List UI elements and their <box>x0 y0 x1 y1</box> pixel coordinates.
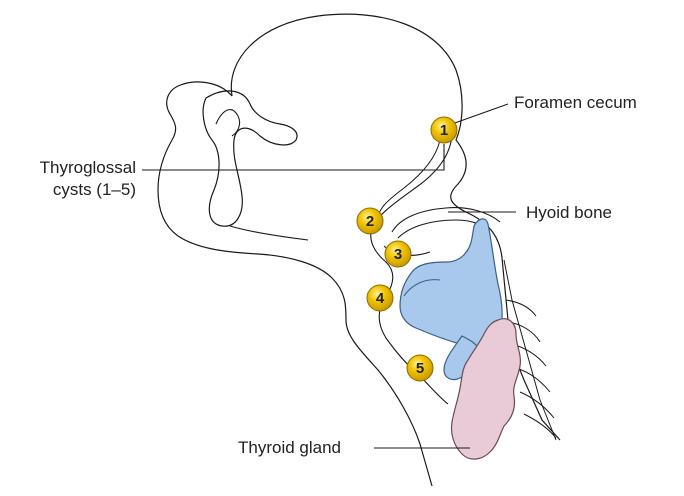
cyst-marker-5: 5 <box>407 355 433 381</box>
foramen-cecum-leader <box>452 104 508 124</box>
face-profile <box>158 82 432 486</box>
cyst-marker-2: 2 <box>357 208 383 234</box>
cyst-marker-1: 1 <box>431 117 457 143</box>
cyst-marker-2-number: 2 <box>366 213 374 230</box>
thyroglossal-label-line1: Thyroglossal <box>10 158 136 178</box>
cyst-marker-3: 3 <box>385 241 411 267</box>
thyroid-gland-label: Thyroid gland <box>238 438 341 458</box>
cyst-marker-4: 4 <box>367 285 393 311</box>
zygomatic-outline <box>203 91 297 226</box>
cyst-marker-5-number: 5 <box>416 360 424 377</box>
thyroid-cartilage <box>400 219 502 346</box>
cyst-marker-3-number: 3 <box>394 246 402 263</box>
hyoid-bone-label: Hyoid bone <box>526 203 612 223</box>
cyst-marker-1-number: 1 <box>440 122 448 139</box>
cyst-marker-4-number: 4 <box>376 290 385 307</box>
mandible-outline <box>230 226 308 240</box>
foramen-cecum-label: Foramen cecum <box>514 93 637 113</box>
maxilla-outline <box>216 110 240 136</box>
thyroglossal-label-line2: cysts (1–5) <box>10 180 136 200</box>
thyroglossal-leader <box>142 144 444 170</box>
